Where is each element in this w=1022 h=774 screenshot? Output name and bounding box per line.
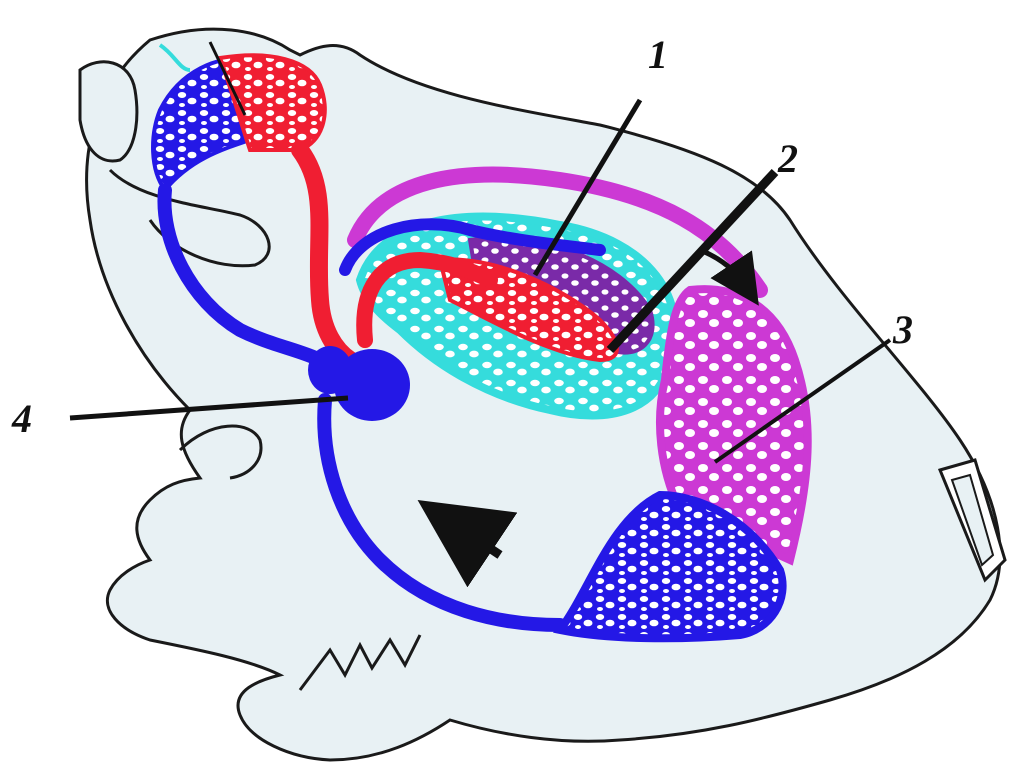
label-4: 4 <box>11 396 32 441</box>
label-3: 3 <box>892 307 913 352</box>
label-1: 1 <box>648 32 668 77</box>
label-2: 2 <box>777 136 798 181</box>
snout-flap <box>80 62 137 161</box>
heart-atrium <box>308 346 352 394</box>
